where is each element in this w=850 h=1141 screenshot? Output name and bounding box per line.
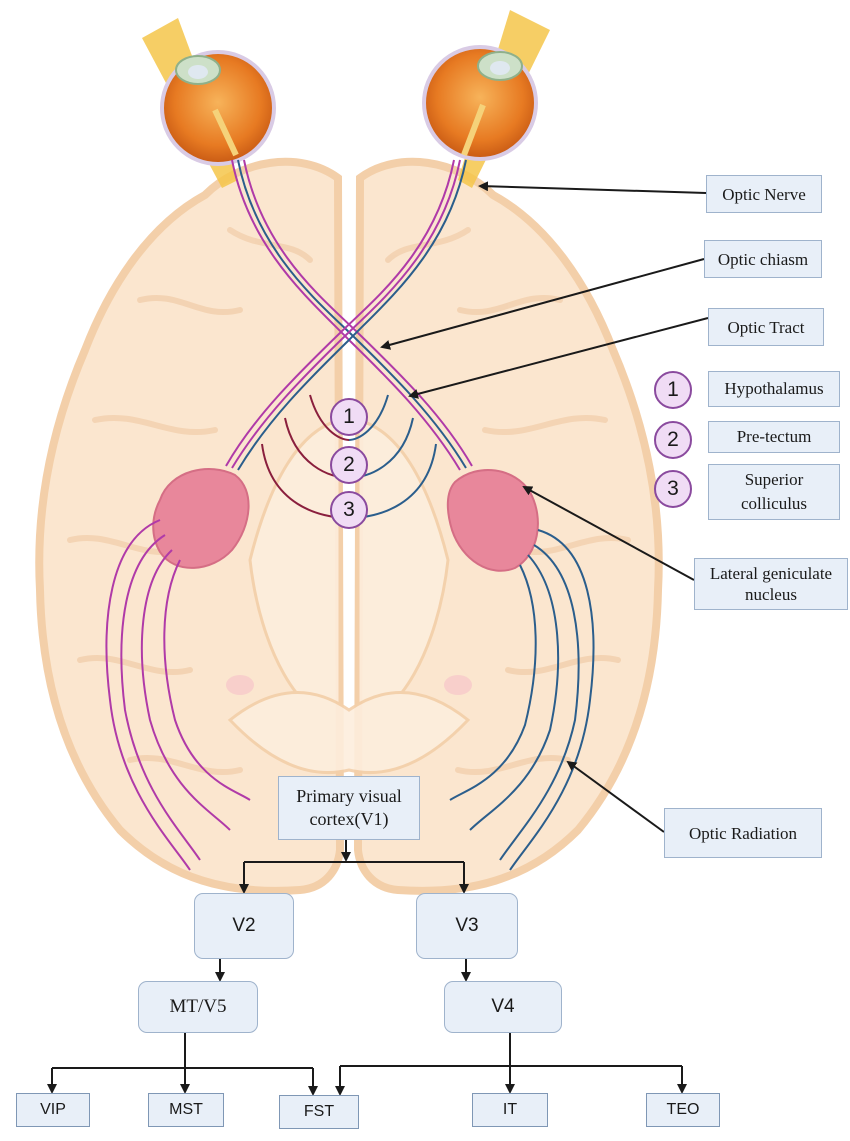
fst-node: FST bbox=[279, 1095, 359, 1129]
optic-nerve-label: Optic Nerve bbox=[706, 175, 822, 213]
mt-v5-node: MT/V5 bbox=[138, 981, 258, 1033]
optic-fibers bbox=[225, 159, 473, 471]
right-eye-icon bbox=[422, 45, 538, 161]
v1-node: Primary visual cortex(V1) bbox=[278, 776, 420, 840]
it-node: IT bbox=[472, 1093, 548, 1127]
lgn-shape bbox=[152, 468, 539, 572]
optic-radiation-label: Optic Radiation bbox=[664, 808, 822, 858]
legend-number-1: 1 bbox=[654, 371, 692, 409]
optic-tract-label: Optic Tract bbox=[708, 308, 824, 346]
nucleus-marker-1: 1 bbox=[330, 398, 368, 436]
left-eye-icon bbox=[160, 50, 276, 166]
mst-node: MST bbox=[148, 1093, 224, 1127]
v2-node: V2 bbox=[194, 893, 294, 959]
legend-number-2: 2 bbox=[654, 421, 692, 459]
legend-label-pretectum: Pre-tectum bbox=[708, 421, 840, 453]
legend-label-superior-colliculus: Superior colliculus bbox=[708, 464, 840, 520]
teo-node: TEO bbox=[646, 1093, 720, 1127]
right-optic-radiation bbox=[449, 529, 595, 871]
v3-node: V3 bbox=[416, 893, 518, 959]
lgn-label: Lateral geniculate nucleus bbox=[694, 558, 848, 610]
left-optic-radiation bbox=[105, 519, 251, 871]
v4-node: V4 bbox=[444, 981, 562, 1033]
legend-number-3: 3 bbox=[654, 470, 692, 508]
legend-label-hypothalamus: Hypothalamus bbox=[708, 371, 840, 407]
brain-outline bbox=[35, 157, 663, 895]
vip-node: VIP bbox=[16, 1093, 90, 1127]
label-arrows bbox=[380, 181, 709, 833]
pathway-connectors bbox=[47, 840, 687, 1096]
nucleus-marker-2: 2 bbox=[330, 446, 368, 484]
nucleus-marker-3: 3 bbox=[330, 491, 368, 529]
optic-chiasm-label: Optic chiasm bbox=[704, 240, 822, 278]
